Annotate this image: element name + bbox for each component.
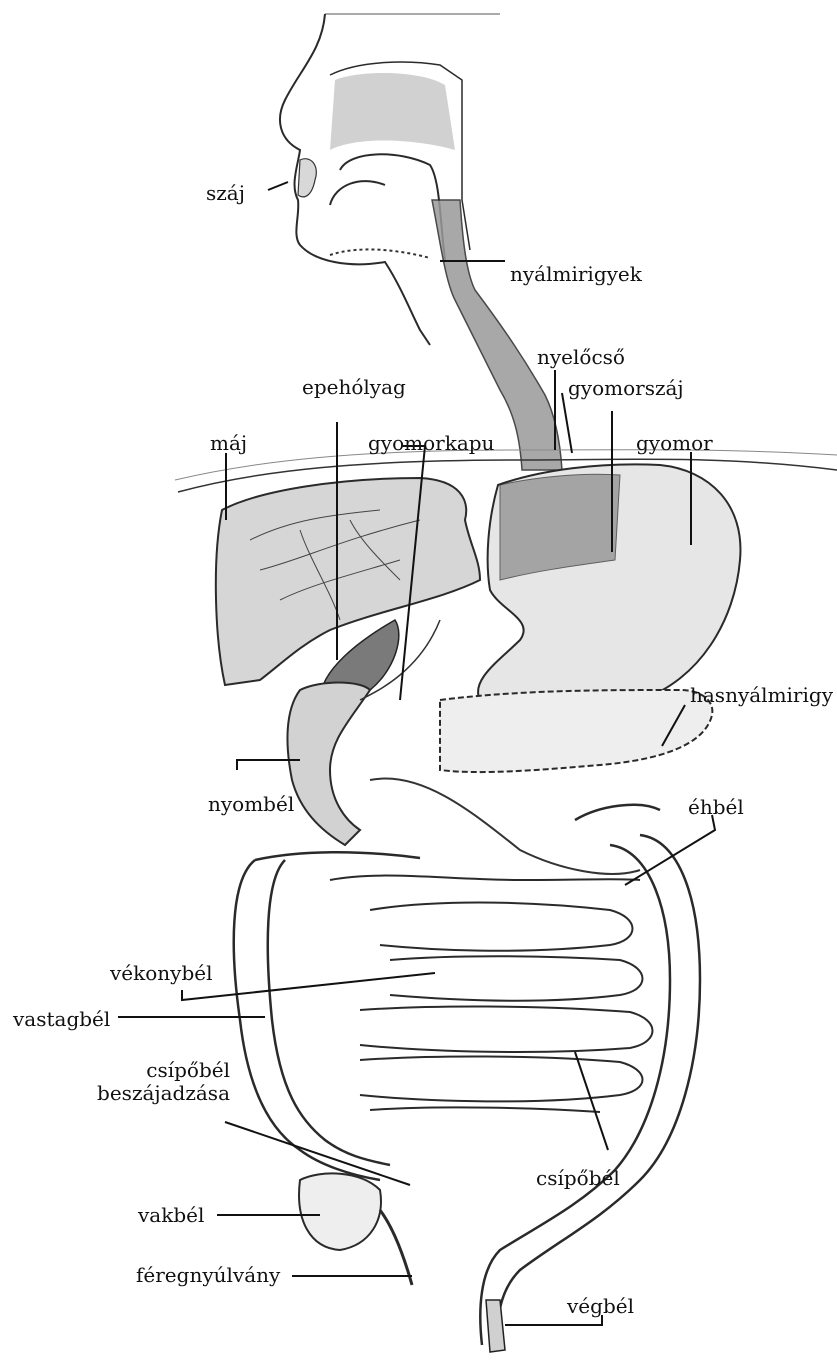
- label-epeholyag: epehólyag: [302, 376, 406, 399]
- label-csipobel: csípőbél: [536, 1167, 620, 1190]
- small-intestine-illustration: [330, 876, 653, 1112]
- label-maj: máj: [210, 432, 247, 455]
- label-szaj: száj: [206, 182, 245, 205]
- label-gyomorszaj: gyomorszáj: [568, 377, 684, 400]
- nasal-cavity-shading: [330, 73, 455, 150]
- label-nyombel: nyombél: [208, 793, 294, 816]
- label-vastagbel: vastagbél: [13, 1008, 110, 1031]
- label-csipobel-beszajadzasa: csípőbél beszájadzása: [30, 1059, 230, 1105]
- label-ehbel: éhbél: [688, 796, 744, 819]
- esophagus-illustration: [432, 200, 562, 470]
- label-gyomorkapu: gyomorkapu: [368, 432, 494, 455]
- label-csipobel-beszajadzasa-line2: beszájadzása: [30, 1082, 230, 1105]
- label-nyelocso: nyelőcső: [537, 346, 625, 369]
- label-hasnyalmirigy: hasnyálmirigy: [690, 684, 833, 707]
- appendix-illustration: [380, 1210, 412, 1285]
- large-intestine-illustration: [234, 805, 700, 1345]
- label-vakbel: vakbél: [138, 1204, 204, 1227]
- mouth-shape: [298, 159, 316, 197]
- label-vegbel: végbél: [567, 1295, 634, 1318]
- duodenum-illustration: [287, 683, 370, 846]
- label-nyalmirigyek: nyálmirigyek: [510, 263, 642, 286]
- cecum-illustration: [299, 1173, 381, 1250]
- label-feregnyulvany: féregnyúlvány: [136, 1264, 280, 1287]
- label-vekonybel: vékonybél: [110, 962, 213, 985]
- salivary-gland-illustration: [330, 249, 430, 258]
- label-gyomor: gyomor: [636, 432, 713, 455]
- label-csipobel-beszajadzasa-line1: csípőbél: [30, 1059, 230, 1082]
- rectum-illustration: [486, 1300, 505, 1352]
